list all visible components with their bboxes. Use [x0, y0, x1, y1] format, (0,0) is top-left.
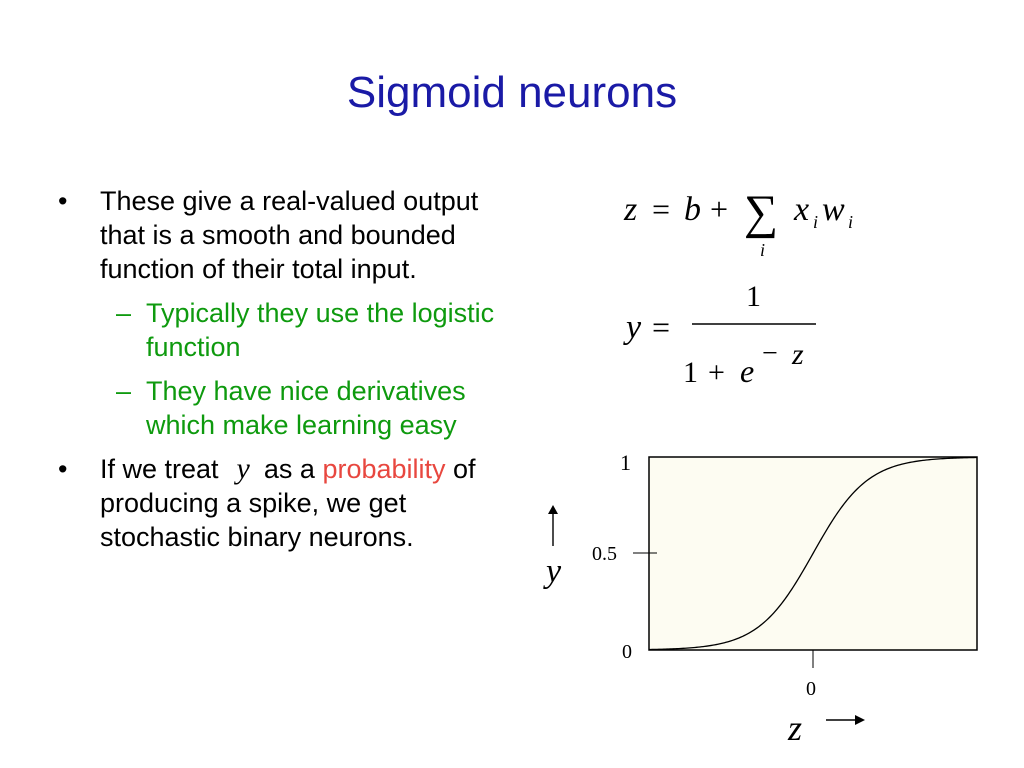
x-axis-label: z — [787, 708, 802, 748]
bullet-list: • These give a real-valued output that i… — [58, 184, 498, 564]
eq1-x-sub: i — [813, 212, 818, 232]
eq2-exponent: z — [791, 338, 804, 371]
sub-bullet-text-1: Typically they use the logistic function — [146, 298, 495, 362]
y-tick-label-0: 0 — [622, 641, 632, 663]
eq2-lhs: y — [623, 309, 642, 346]
equation-logistic: y = 1 1 + e − z — [623, 280, 816, 389]
sigmoid-chart: 1 0.5 0 0 y z — [543, 450, 978, 748]
eq2-denominator-one: 1 — [683, 356, 698, 389]
bullet-text-2-post: of producing a spike, we get stochastic … — [100, 454, 476, 552]
eq1-bias: b — [684, 191, 701, 228]
bullet-marker: • — [58, 186, 68, 216]
sum-index: i — [760, 240, 765, 260]
y-axis-indicator: y — [543, 505, 562, 590]
highlight-probability: probability — [322, 454, 446, 484]
eq1-lhs: z — [623, 191, 637, 228]
eq2-plus: + — [708, 356, 725, 389]
sub-bullet-marker: – — [116, 298, 132, 328]
sub-bullet-item-1: – Typically they use the logistic functi… — [58, 296, 498, 364]
eq1-plus: + — [710, 191, 728, 227]
bullet-item-2: • If we treat y as a probability of produc… — [58, 452, 498, 554]
eq2-minus: − — [762, 338, 778, 369]
equation-weighted-sum: z = b + ∑ i x i w i — [623, 186, 853, 260]
eq2-numerator: 1 — [746, 280, 761, 313]
bullet-marker: • — [58, 454, 68, 484]
y-tick-label-0-5: 0.5 — [592, 543, 617, 565]
sum-symbol: ∑ — [744, 186, 778, 239]
sub-bullet-marker: – — [116, 376, 132, 406]
bullet-text-2-mid: as a — [263, 454, 315, 484]
eq1-equals: = — [652, 191, 670, 227]
eq1-x: x — [793, 191, 809, 228]
bullet-text-2-pre: If we treat — [100, 454, 219, 484]
y-axis-label: y — [543, 553, 562, 590]
bullet-item-1: • These give a real-valued output that i… — [58, 184, 498, 286]
x-tick-label-0: 0 — [806, 678, 816, 700]
sigmoid-curve — [648, 456, 978, 651]
sub-bullet-item-2: – They have nice derivatives which make … — [58, 374, 498, 442]
sub-bullet-text-2: They have nice derivatives which make le… — [146, 376, 466, 440]
slide-title: Sigmoid neurons — [346, 68, 678, 117]
eq1-w: w — [822, 191, 845, 228]
eq2-e: e — [740, 353, 754, 389]
eq1-w-sub: i — [848, 212, 853, 232]
right-arrow-icon — [855, 715, 865, 725]
y-tick-label-1: 1 — [620, 450, 631, 475]
eq2-equals: = — [652, 309, 670, 345]
inline-variable-y: y — [236, 452, 250, 485]
bullet-text-1: These give a real-valued output that is … — [100, 186, 479, 284]
x-axis-indicator: z — [787, 708, 865, 748]
up-arrow-icon — [548, 505, 558, 514]
